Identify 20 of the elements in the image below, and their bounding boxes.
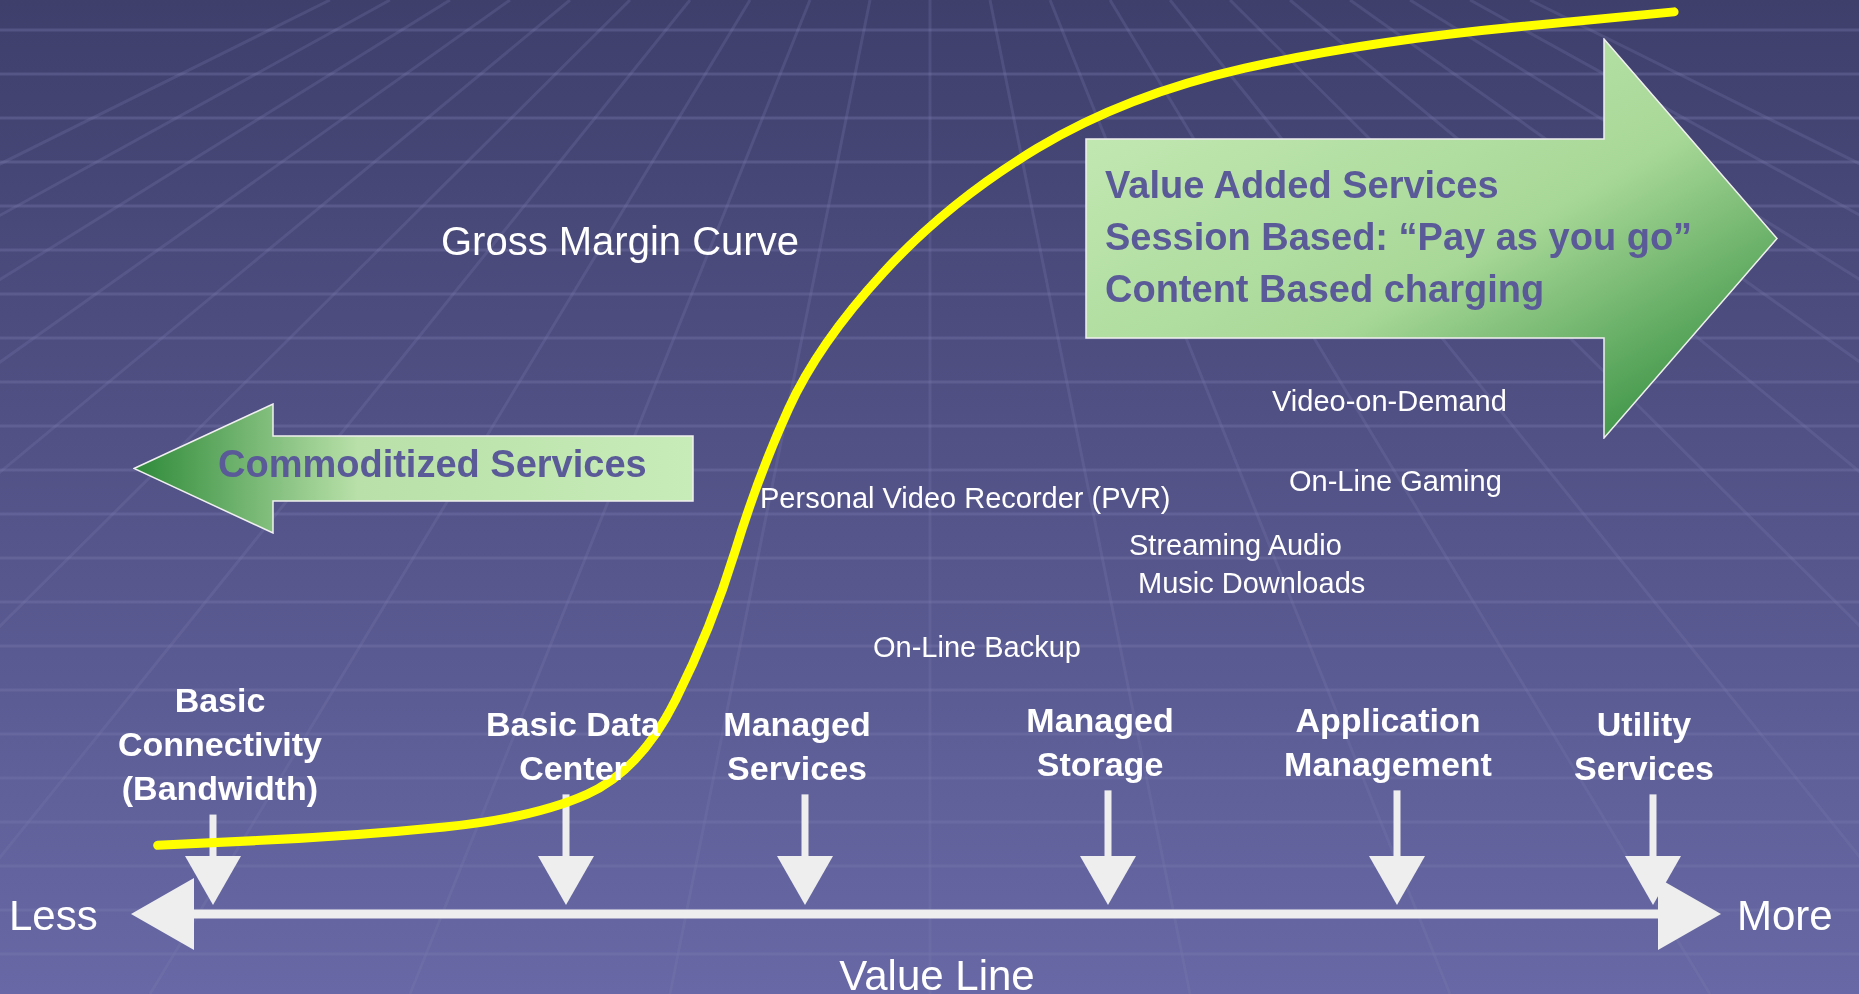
service-label: Video-on-Demand (1272, 385, 1507, 419)
axis-end-label: More (1737, 892, 1833, 941)
category-label: Utility Services (1524, 702, 1764, 791)
category-label: Managed Storage (980, 698, 1220, 787)
axis-end-label: Less (9, 892, 98, 941)
category-label: Application Management (1268, 698, 1508, 787)
service-label: Personal Video Recorder (PVR) (760, 482, 1171, 516)
service-label: On-Line Gaming (1289, 465, 1502, 499)
category-label: Basic Connectivity (Bandwidth) (90, 678, 350, 811)
down-arrow (538, 794, 594, 905)
category-label: Managed Services (677, 702, 917, 791)
banner-text: Content Based charging (1105, 268, 1545, 311)
service-label: On-Line Backup (873, 631, 1081, 665)
banner-text: Session Based: “Pay as you go” (1105, 216, 1693, 259)
banner-heading: Value Added Services (1105, 164, 1499, 207)
axis-title: Value Line (839, 952, 1035, 994)
service-label: Music Downloads (1138, 567, 1366, 601)
service-label: Streaming Audio (1129, 529, 1342, 563)
curve-label: Gross Margin Curve (441, 218, 799, 264)
down-arrow (185, 814, 241, 905)
